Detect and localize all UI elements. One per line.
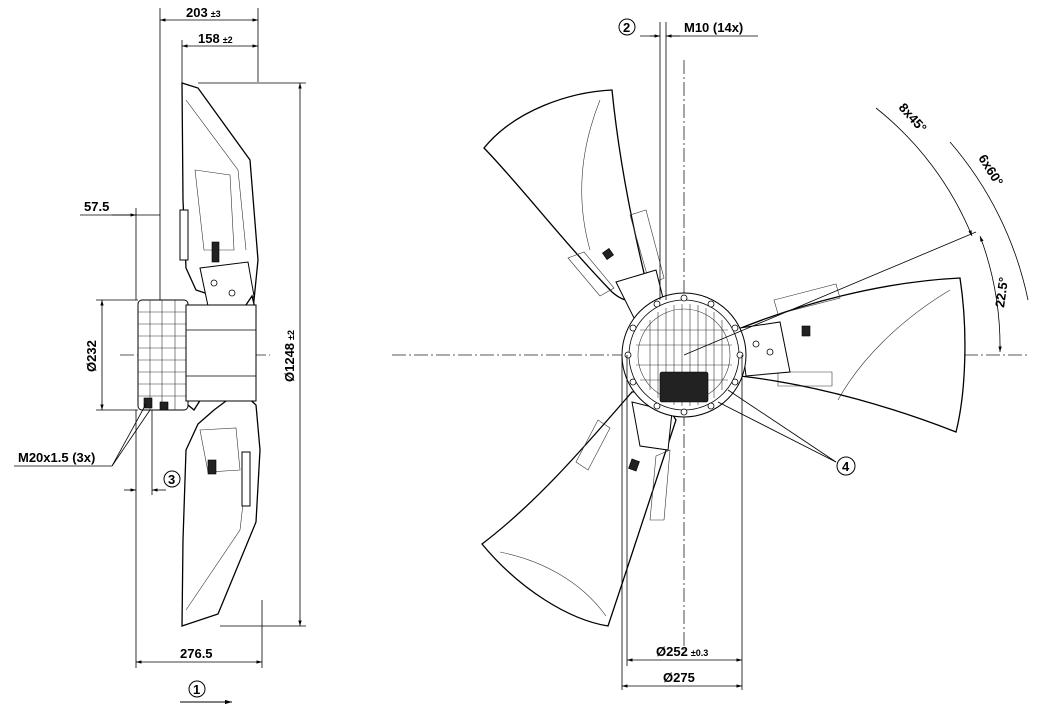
dim-overall-depth-tol: ±3	[211, 9, 221, 19]
marker-4: 4	[836, 456, 856, 476]
dim-blade-depth-tol: ±2	[223, 35, 233, 45]
dim-total-length: 276.5	[180, 646, 213, 661]
dim-fan-diameter-tol: ±2	[286, 330, 296, 340]
angle-arc-22	[979, 235, 1002, 353]
dim-flange: Ø275	[663, 670, 695, 685]
svg-text:3: 3	[168, 472, 175, 487]
side-view: 203±3 158±2 57.5 Ø232 Ø1248±2 M20x1.5 (3…	[14, 5, 306, 705]
dim-overall-depth: 203	[186, 5, 208, 20]
side-motor	[137, 299, 189, 411]
dim-bolt-circle: Ø252	[656, 644, 688, 659]
svg-text:4: 4	[842, 459, 850, 474]
angle-22-5: 22.5°	[992, 276, 1011, 308]
front-blade-lower-left	[481, 391, 677, 627]
dim-blade-depth: 158	[198, 31, 220, 46]
dim-offset: 57.5	[84, 199, 109, 214]
dim-cable-gland: M20x1.5 (3x)	[18, 450, 95, 465]
marker-2: 2	[618, 18, 636, 36]
svg-text:158±2: 158±2	[198, 31, 233, 46]
svg-text:2: 2	[623, 20, 630, 35]
front-terminal-box	[659, 371, 709, 403]
angle-arc-45	[875, 107, 973, 237]
svg-text:Ø252±0.3: Ø252±0.3	[656, 644, 708, 659]
dim-fan-diameter: Ø1248	[282, 343, 297, 382]
svg-text:203±3: 203±3	[186, 5, 221, 20]
side-lower-blade	[181, 391, 261, 627]
svg-text:1: 1	[193, 682, 200, 697]
svg-text:Ø1248±2: Ø1248 ±2	[282, 330, 297, 382]
dim-motor-diameter: Ø232	[84, 340, 99, 372]
angle-arc-60	[949, 141, 1029, 301]
angle-6x60: 6x60°	[975, 152, 1006, 189]
dim-thread: M10 (14x)	[684, 20, 743, 35]
front-view: M10 (14x) 2 8x45° 6x60° 22.5° 4 Ø252±0.3…	[392, 18, 1030, 690]
dim-bolt-circle-tol: ±0.3	[691, 648, 708, 658]
marker-airflow: 1	[188, 680, 206, 698]
marker-3: 3	[163, 470, 181, 488]
front-blade-upper-left	[483, 89, 649, 302]
